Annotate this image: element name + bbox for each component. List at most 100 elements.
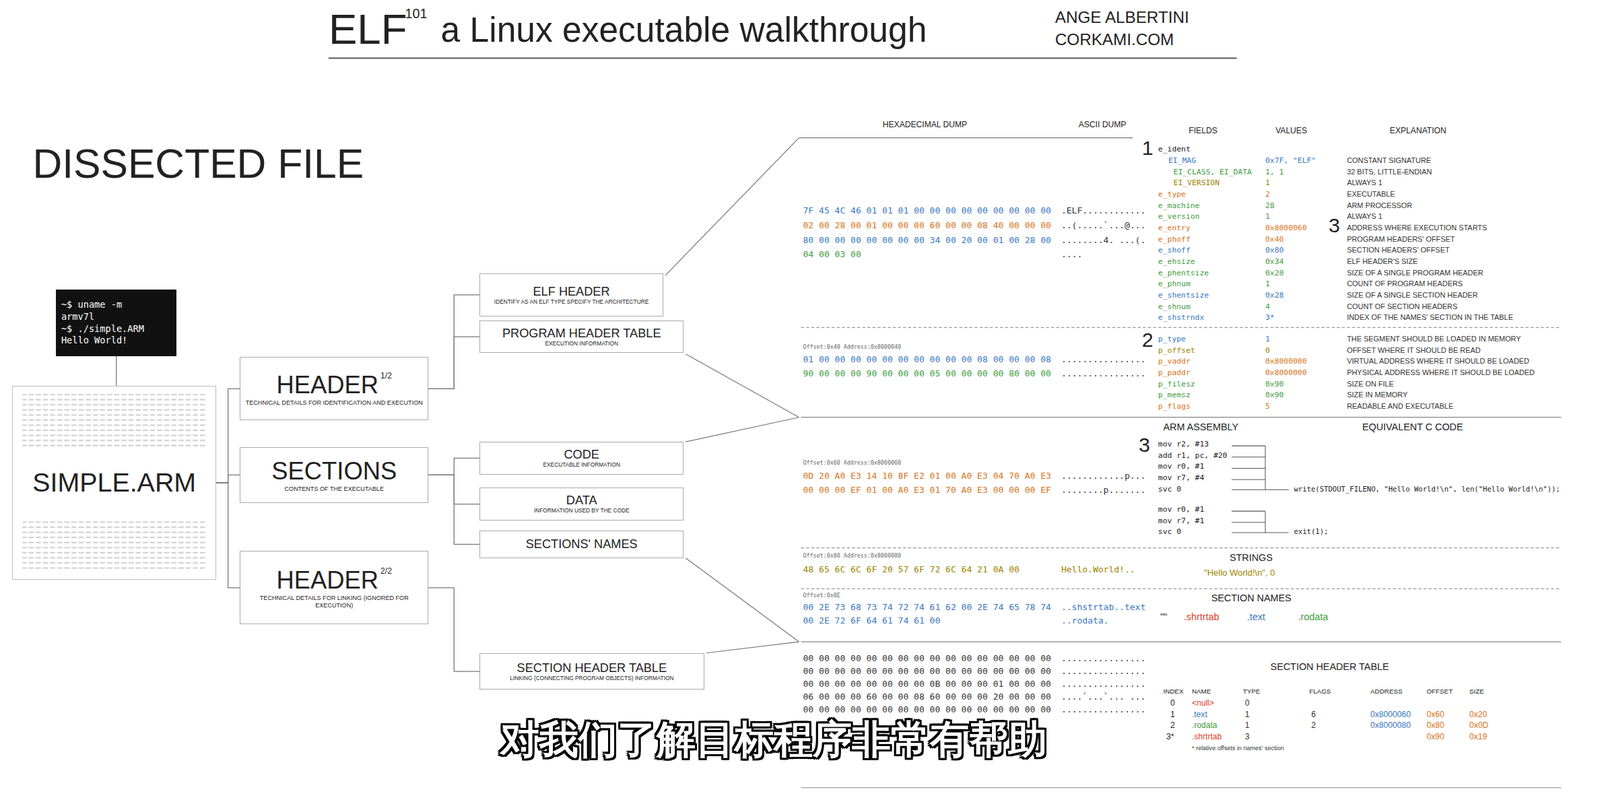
field-explanation: SIZE OF A SINGLE SECTION HEADER	[1346, 290, 1479, 300]
field-name: e_phoff	[1158, 235, 1191, 244]
table-cell: 0x20	[1469, 710, 1487, 720]
table-cell: 0x8000060	[1370, 710, 1411, 720]
section-name: .shrtrtab	[1183, 611, 1220, 623]
panel-separator	[801, 641, 1562, 642]
field-explanation: 32 BITS, LITTLE-ENDIAN	[1346, 167, 1432, 177]
author-text: CORKAMI.COM	[1055, 30, 1174, 50]
field-value: 1	[1265, 212, 1271, 221]
assembly-line: mov r0, #1	[1158, 505, 1205, 514]
part-box: PROGRAM HEADER TABLEEXECUTION INFORMATIO…	[479, 320, 684, 353]
field-value: 1	[1265, 178, 1271, 188]
assembly-line: mov r7, #4	[1158, 473, 1205, 483]
node-title: SECTION HEADER TABLE	[517, 661, 668, 676]
ascii-dump: ..rodata.	[1061, 615, 1110, 626]
column-header: SECTION NAMES	[1211, 592, 1292, 605]
table-header: ADDRESS	[1370, 687, 1403, 695]
ascii-dump: ............p...	[1061, 470, 1146, 481]
connector	[428, 474, 480, 545]
funnel-line	[706, 641, 800, 654]
part-box: SECTIONS' NAMES	[479, 530, 684, 559]
table-cell: 3*	[1166, 732, 1174, 743]
table-cell: 1	[1245, 721, 1250, 731]
callout-number: 2	[1142, 328, 1154, 353]
column-header: SECTION HEADER TABLE	[1270, 661, 1390, 673]
field-value: 1	[1265, 279, 1271, 289]
field-value: 1, 1	[1265, 167, 1284, 177]
field-value: 0x8000060	[1265, 223, 1308, 233]
node-text: LINKING (CONNECTING PROGRAM OBJECTS) INF…	[509, 675, 674, 683]
connector	[428, 336, 480, 389]
field-name: e_type	[1158, 189, 1186, 199]
field-explanation: OFFSET WHERE IT SHOULD BE READ	[1346, 346, 1481, 355]
funnel-line	[685, 354, 799, 418]
ascii-dump: ................	[1061, 665, 1146, 677]
table-header: OFFSET	[1426, 687, 1453, 695]
column-header: FIELDS	[1188, 126, 1217, 137]
field-explanation: VIRTUAL ADDRESS WHERE IT SHOULD BE LOADE…	[1346, 356, 1530, 366]
panel-separator	[801, 327, 1562, 328]
table-cell: 6	[1311, 710, 1316, 720]
hex-dump: 06 00 00 00 60 00 00 08 60 00 00 00 20 0…	[803, 691, 1052, 702]
table-cell: 0x0D	[1469, 721, 1489, 731]
ascii-dump: ................	[1061, 678, 1146, 689]
field-name: p_memsz	[1158, 390, 1191, 400]
ascii-dump: ................	[1061, 354, 1146, 365]
callout-number: 3	[1328, 214, 1341, 238]
offset-note: Offset:0x8E	[803, 592, 841, 600]
field-explanation: SIZE IN MEMORY	[1346, 390, 1408, 400]
node-title: HEADER	[276, 566, 380, 595]
hex-dump: 00 00 00 00 00 00 00 00 0B 00 00 00 01 0…	[803, 678, 1052, 689]
file-band: SIMPLE.ARM	[12, 385, 217, 580]
hex-dump: 00 00 00 EF 01 00 A0 E3 01 70 A0 E3 00 0…	[803, 484, 1052, 495]
offset-note: Offset:0x80 Address:0x8000080	[803, 552, 902, 560]
connector	[428, 457, 480, 475]
node-text: CONTENTS OF THE EXECUTABLE	[284, 485, 384, 493]
node-text: INFORMATION USED BY THE CODE	[534, 507, 630, 515]
field-explanation: READABLE AND EXECUTABLE	[1346, 402, 1454, 411]
connector	[428, 294, 480, 389]
section-name: .rodata	[1297, 611, 1328, 623]
hex-dump: 90 00 00 00 90 00 00 00 05 00 00 00 00 8…	[803, 368, 1052, 379]
column-header: EXPLANATION	[1389, 126, 1447, 137]
node-title: CODE	[563, 447, 600, 462]
field-name: e_shnum	[1158, 302, 1191, 312]
field-name: e_ident	[1158, 144, 1191, 154]
node-text: TECHNICAL DETAILS FOR IDENTIFICATION AND…	[245, 399, 423, 407]
field-value: 0x20	[1265, 268, 1284, 278]
part-box: SECTION HEADER TABLELINKING (CONNECTING …	[479, 653, 704, 691]
field-explanation: SIZE ON FILE	[1346, 379, 1394, 389]
title-word: ELF	[328, 4, 408, 54]
title-superscript: 101	[405, 6, 428, 22]
field-value: 1	[1265, 334, 1271, 344]
ascii-dump: ................	[1061, 704, 1146, 715]
hex-dump: 7F 45 4C 46 01 01 01 00 00 00 00 00 00 0…	[803, 205, 1052, 216]
connector	[115, 356, 117, 386]
node-text: IDENTIFY AS AN ELF TYPE SPECIFY THE ARCH…	[494, 298, 649, 306]
node-title: SIMPLE.ARM	[32, 467, 196, 498]
field-value: 0x40	[1265, 235, 1284, 244]
field-name: e_version	[1158, 212, 1200, 221]
table-cell: 2	[1311, 721, 1316, 731]
string-value: "Hello World!\n", 0	[1204, 567, 1275, 578]
field-value: 5	[1265, 402, 1271, 411]
field-name: e_entry	[1158, 223, 1191, 233]
field-value: 4	[1265, 302, 1271, 312]
connector	[216, 388, 240, 483]
c-code: write(STDOUT_FILENO, "Hello World!\n", l…	[1293, 484, 1560, 493]
assembly-line: add r1, pc, #20	[1158, 451, 1228, 460]
assembly-line: svc 0	[1158, 484, 1182, 494]
field-name: p_offset	[1158, 346, 1196, 355]
hex-dump: 00 00 00 00 00 00 00 00 00 00 00 00 00 0…	[803, 665, 1052, 677]
ascii-dump: ................	[1061, 653, 1146, 664]
field-value: 0x7F, "ELF"	[1265, 156, 1316, 165]
field-value: 0x28	[1265, 290, 1284, 300]
field-explanation: PROGRAM HEADERS' OFFSET	[1346, 235, 1455, 244]
hex-dump: 0D 20 A0 E3 14 10 8F E2 01 00 A0 E3 04 7…	[803, 470, 1052, 481]
column-header: EQUIVALENT C CODE	[1362, 421, 1464, 433]
table-cell: 0x90	[1426, 732, 1444, 743]
node-title: ELF HEADER	[533, 284, 611, 299]
table-cell: .shrtrtab	[1191, 732, 1222, 743]
panel-separator	[801, 547, 1562, 549]
ascii-dump: ..shstrtab..text	[1061, 602, 1146, 613]
ascii-dump: ................	[1061, 368, 1146, 379]
